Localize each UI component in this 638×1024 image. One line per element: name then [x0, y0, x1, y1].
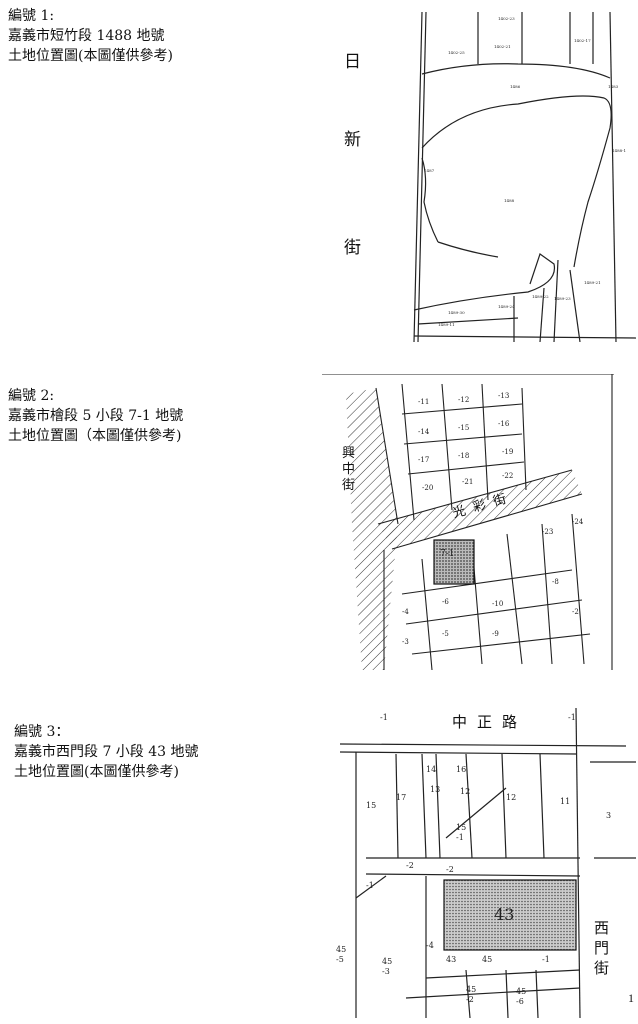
svg-text:-15: -15	[458, 424, 469, 432]
svg-text:14: 14	[426, 765, 436, 774]
caption-number: 編號 1:	[8, 8, 55, 24]
svg-text:45: 45	[466, 985, 476, 994]
svg-text:-18: -18	[458, 452, 469, 460]
caption-note: 土地位置圖(本圖僅供參考)	[14, 764, 179, 780]
map-2-drawing: 7-1 -11 -12 -13 -14 -15 -16 -17 -18 -19 -20 -21…	[322, 373, 614, 671]
svg-text:1489-30: 1489-30	[448, 310, 465, 315]
svg-text:-16: -16	[498, 420, 510, 428]
svg-text:1489-23: 1489-23	[554, 296, 571, 301]
caption-location: 嘉義市西門段 7 小段 43 地號	[14, 744, 199, 760]
svg-text:-2: -2	[572, 608, 579, 616]
svg-text:-1: -1	[568, 713, 576, 722]
svg-text:-12: -12	[458, 396, 469, 404]
svg-text:-1: -1	[380, 713, 388, 722]
svg-text:-2: -2	[446, 865, 454, 874]
svg-text:12: 12	[506, 793, 516, 802]
svg-text:-9: -9	[492, 630, 499, 638]
svg-text:-10: -10	[492, 600, 503, 608]
svg-text:-4: -4	[402, 608, 409, 616]
map-1-drawing: 1402-25 1402-21 1402-17 1402-23 1486 1483 1…	[413, 11, 637, 343]
caption-note: 土地位置圖(本圖僅供參考)	[8, 48, 173, 64]
svg-text:1489-24: 1489-24	[498, 304, 515, 309]
svg-text:-8: -8	[552, 578, 559, 586]
caption-location: 嘉義市檜段 5 小段 7-1 地號	[8, 408, 184, 424]
svg-text:-4: -4	[426, 941, 434, 950]
svg-text:1488: 1488	[504, 198, 515, 203]
svg-text:1489-21: 1489-21	[584, 280, 601, 285]
svg-text:-24: -24	[572, 518, 584, 526]
svg-text:43: 43	[494, 905, 514, 924]
svg-text:1483: 1483	[608, 84, 619, 89]
svg-text:43: 43	[446, 955, 456, 964]
caption-parcel-3: 編號 3： 嘉義市西門段 7 小段 43 地號 土地位置圖(本圖僅供參考)	[14, 722, 199, 782]
caption-number: 編號 3：	[14, 724, 70, 740]
svg-text:1489-11: 1489-11	[438, 322, 455, 327]
svg-text:45: 45	[482, 955, 492, 964]
svg-text:-2: -2	[406, 861, 414, 870]
svg-text:3: 3	[606, 811, 611, 820]
street-label-right: 西 門 街	[594, 919, 610, 977]
street-label-char: 日	[344, 52, 361, 72]
street-label-char: 街	[344, 238, 361, 258]
svg-text:-17: -17	[418, 456, 429, 464]
svg-text:1402-17: 1402-17	[574, 38, 591, 43]
svg-text:-20: -20	[422, 484, 433, 492]
svg-text:-3: -3	[382, 967, 390, 976]
svg-text:-14: -14	[418, 428, 430, 436]
svg-text:-11: -11	[418, 398, 429, 406]
svg-text:1486: 1486	[510, 84, 521, 89]
svg-text:-23: -23	[542, 528, 553, 536]
svg-text:1488-1: 1488-1	[612, 148, 626, 153]
svg-text:1402-23: 1402-23	[498, 16, 515, 21]
street-label-top: 中正路	[452, 713, 528, 731]
svg-text:16: 16	[456, 765, 466, 774]
street-label-vertical: 興 中 街	[342, 446, 356, 493]
svg-text:-5: -5	[336, 955, 344, 964]
svg-text:1489-22: 1489-22	[532, 294, 549, 299]
page-number: 1	[628, 991, 634, 1005]
svg-text:-6: -6	[442, 598, 449, 606]
svg-text:13: 13	[430, 785, 440, 794]
svg-text:15: 15	[366, 801, 376, 810]
cadastral-map-2: 7-1 -11 -12 -13 -14 -15 -16 -17 -18 -19 -20 -21…	[322, 373, 614, 671]
svg-text:45: 45	[516, 987, 526, 996]
caption-parcel-2: 編號 2: 嘉義市檜段 5 小段 7-1 地號 土地位置圖（本圖僅供參考)	[8, 386, 183, 446]
svg-text:-21: -21	[462, 478, 473, 486]
svg-text:-1: -1	[366, 881, 374, 890]
svg-text:-2: -2	[466, 995, 474, 1004]
svg-text:15: 15	[456, 823, 466, 832]
svg-text:-6: -6	[516, 997, 524, 1006]
svg-text:-5: -5	[442, 630, 449, 638]
svg-text:-13: -13	[498, 392, 509, 400]
svg-text:12: 12	[460, 787, 470, 796]
street-label-char: 新	[344, 130, 361, 150]
svg-text:-19: -19	[502, 448, 513, 456]
svg-text:-1: -1	[542, 955, 550, 964]
svg-text:1487: 1487	[424, 168, 435, 173]
svg-text:17: 17	[396, 793, 406, 802]
caption-number: 編號 2:	[8, 388, 55, 404]
svg-text:-3: -3	[402, 638, 409, 646]
svg-text:7-1: 7-1	[440, 549, 455, 559]
caption-parcel-1: 編號 1: 嘉義市短竹段 1488 地號 土地位置圖(本圖僅供參考)	[8, 6, 173, 66]
svg-text:1402-25: 1402-25	[448, 50, 465, 55]
svg-text:45: 45	[336, 945, 346, 954]
svg-text:45: 45	[382, 957, 392, 966]
svg-text:-22: -22	[502, 472, 513, 480]
svg-text:-1: -1	[456, 833, 464, 842]
svg-text:1402-21: 1402-21	[494, 44, 511, 49]
highlighted-parcel	[443, 879, 577, 951]
caption-note: 土地位置圖（本圖僅供參考)	[8, 428, 182, 444]
svg-text:11: 11	[560, 797, 570, 806]
caption-location: 嘉義市短竹段 1488 地號	[8, 28, 165, 44]
cadastral-map-1: 1402-25 1402-21 1402-17 1402-23 1486 1483 1…	[318, 11, 637, 343]
highlighted-parcel	[433, 539, 475, 585]
